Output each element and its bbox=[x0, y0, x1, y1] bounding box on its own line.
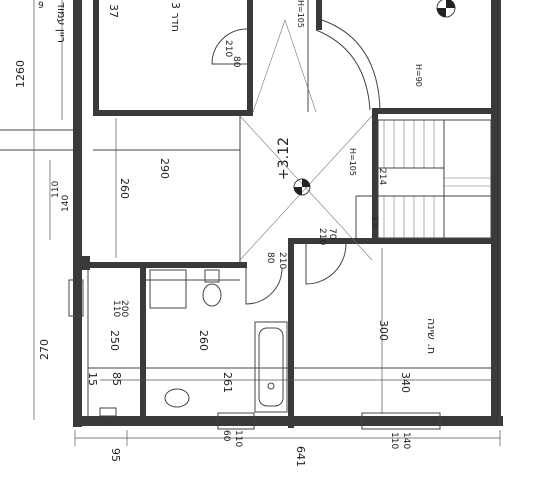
wall-shaft-left bbox=[247, 0, 253, 112]
bathroom bbox=[99, 269, 288, 417]
label-top-37: 37 bbox=[107, 4, 120, 18]
label-h105: H=105 bbox=[296, 0, 305, 28]
label-corner-9: 9 bbox=[38, 1, 44, 11]
room-lines bbox=[0, 115, 491, 416]
label-270: 270 bbox=[38, 339, 51, 360]
label-bottom-60: 60 bbox=[221, 430, 231, 442]
doors bbox=[211, 28, 347, 305]
wall-mid-horizontal bbox=[288, 238, 491, 244]
wall-bath-divider bbox=[288, 238, 294, 428]
dimension-lines bbox=[33, 0, 501, 446]
window-left bbox=[68, 279, 84, 317]
wall-stair-top bbox=[372, 108, 492, 114]
label-214: 214 bbox=[377, 168, 387, 185]
wall-room-divider-top bbox=[93, 110, 253, 116]
label-door-80b: 80 bbox=[265, 252, 275, 264]
wall-stair-left bbox=[372, 108, 378, 243]
label-h90: H=90 bbox=[414, 64, 423, 87]
wall-wc-top bbox=[82, 262, 247, 268]
label-room-3: 3 חדר bbox=[169, 2, 182, 32]
window-bottom-right bbox=[361, 412, 441, 430]
label-290: 290 bbox=[158, 158, 171, 179]
label-bottom-110: 110 bbox=[233, 430, 243, 447]
label-door-210b: 210 bbox=[277, 252, 287, 269]
label-room-300: 300 bbox=[377, 320, 390, 341]
label-bottom-140: 140 bbox=[401, 432, 411, 449]
label-level-312: +3.12 bbox=[276, 137, 292, 180]
label-room-340: 340 bbox=[399, 372, 412, 393]
label-bath-110: 110 bbox=[111, 300, 121, 317]
wall-right bbox=[491, 0, 501, 426]
label-1260: 1260 bbox=[14, 60, 27, 88]
wall-bath-left bbox=[140, 268, 146, 416]
bay-window bbox=[252, 0, 381, 113]
label-door-80: 80 bbox=[231, 56, 241, 68]
labels: 9 37 3 חדר ריין עמוד 1260 140 110 270 29… bbox=[14, 0, 438, 467]
label-door-210: 210 bbox=[223, 40, 233, 57]
label-stair-h105: H=105 bbox=[348, 148, 357, 176]
level-marker bbox=[293, 0, 456, 196]
label-bottom-110b: 110 bbox=[389, 432, 399, 449]
label-bottom-95: 95 bbox=[109, 448, 122, 462]
toilet-wc bbox=[202, 283, 222, 307]
wall-shaft-right bbox=[316, 0, 322, 30]
label-bath-260: 260 bbox=[197, 330, 210, 351]
label-door-70: 70 bbox=[327, 228, 337, 240]
label-bath-200: 200 bbox=[119, 300, 129, 317]
wall-left bbox=[73, 0, 82, 427]
label-bath-250: 250 bbox=[108, 330, 121, 351]
label-110: 110 bbox=[51, 181, 61, 198]
staircase bbox=[355, 119, 492, 239]
label-top-left-heb: ריין עמוד bbox=[55, 2, 68, 43]
label-bedroom: ח. שינה bbox=[425, 318, 438, 354]
wall-corridor-bottom bbox=[82, 256, 90, 270]
label-bottom-641: 641 bbox=[294, 446, 307, 467]
door-swing-bath bbox=[245, 267, 283, 305]
door-swing-top bbox=[211, 28, 248, 65]
label-bath-15: 15 bbox=[86, 372, 99, 386]
label-stair-23: 23 bbox=[369, 216, 379, 227]
label-bath-261: 261 bbox=[221, 372, 234, 393]
bathtub bbox=[254, 321, 288, 413]
windows bbox=[68, 279, 441, 430]
window-bottom-center bbox=[217, 412, 255, 430]
label-140: 140 bbox=[61, 195, 71, 212]
walls bbox=[73, 0, 503, 428]
label-door-210c: 210 bbox=[317, 228, 327, 245]
label-bath-85: 85 bbox=[110, 372, 123, 386]
label-260: 260 bbox=[118, 178, 131, 199]
door-swing-mid bbox=[305, 243, 347, 285]
toilet-bath bbox=[164, 388, 190, 408]
wall-top-room-left bbox=[93, 0, 99, 116]
